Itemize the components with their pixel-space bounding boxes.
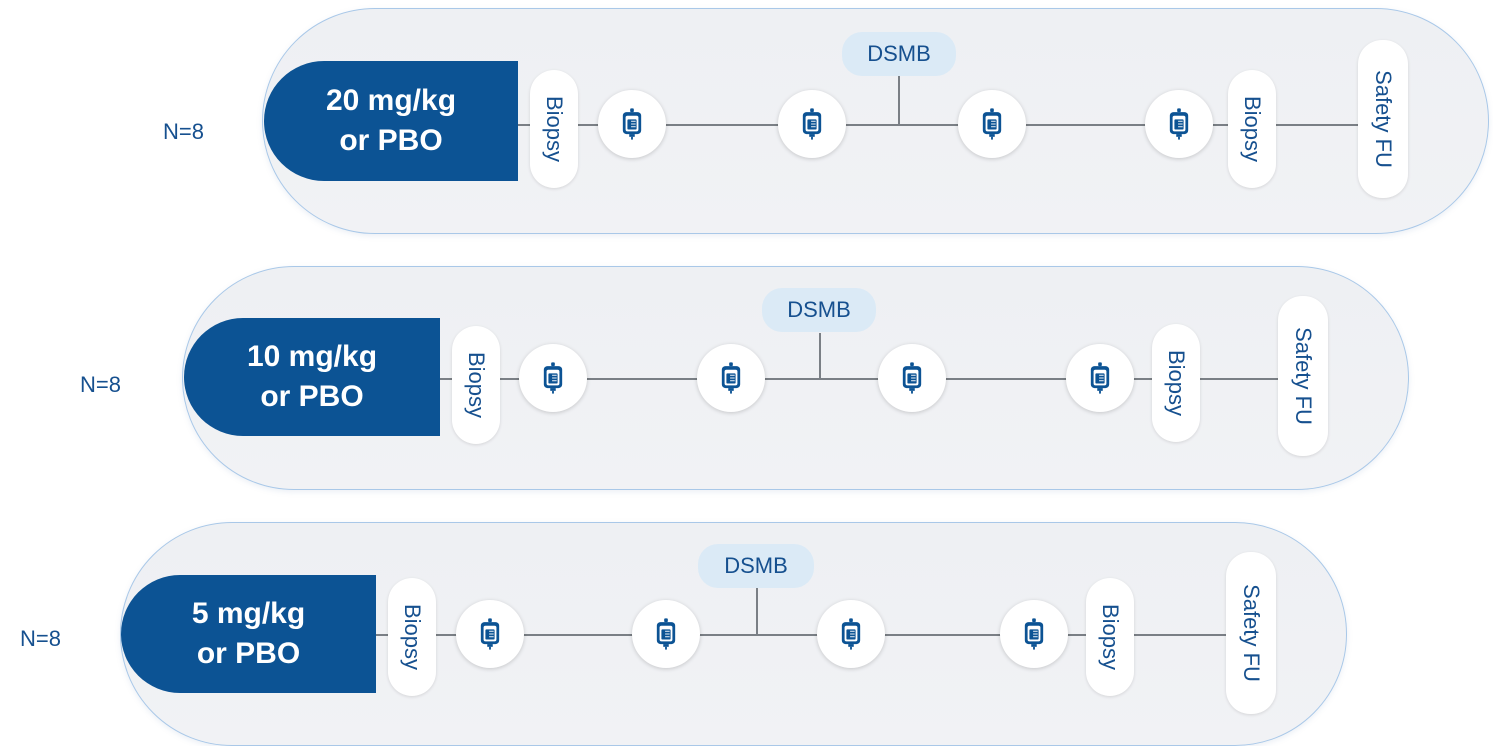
dose-amount: 20 mg/kg — [325, 84, 457, 117]
dose-comparator: or PBO — [339, 124, 443, 157]
biopsy-label: Biopsy — [1164, 349, 1189, 417]
dsmb-label: DSMB — [762, 288, 876, 332]
biopsy-label: Biopsy — [542, 95, 567, 163]
biopsy-post-box: Biopsy — [1152, 324, 1200, 442]
safety-fu-box: Safety FU — [1226, 552, 1276, 714]
infusion-node — [1000, 600, 1068, 668]
iv-bag-icon — [621, 108, 643, 140]
iv-bag-icon — [479, 618, 501, 650]
dsmb-connector — [898, 76, 900, 124]
timeline-connector — [376, 634, 1226, 636]
dose-arm-label: 20 mg/kg or PBO — [264, 61, 518, 181]
biopsy-post-box: Biopsy — [1228, 70, 1276, 188]
iv-bag-icon — [901, 362, 923, 394]
infusion-node — [632, 600, 700, 668]
infusion-node — [778, 90, 846, 158]
infusion-node — [878, 344, 946, 412]
iv-bag-icon — [1023, 618, 1045, 650]
dose-comparator: or PBO — [260, 380, 364, 413]
dsmb-label: DSMB — [842, 32, 956, 76]
safety-fu-label: Safety FU — [1291, 327, 1316, 425]
iv-bag-icon — [840, 618, 862, 650]
biopsy-label: Biopsy — [1098, 603, 1123, 671]
iv-bag-icon — [1089, 362, 1111, 394]
dsmb-label: DSMB — [698, 544, 814, 588]
iv-bag-icon — [720, 362, 742, 394]
cohort-size-label: N=8 — [163, 119, 204, 144]
infusion-node — [817, 600, 885, 668]
safety-fu-box: Safety FU — [1278, 296, 1328, 456]
dose-amount: 5 mg/kg — [191, 597, 306, 630]
iv-bag-icon — [1168, 108, 1190, 140]
biopsy-label: Biopsy — [464, 351, 489, 419]
biopsy-label: Biopsy — [400, 603, 425, 671]
infusion-node — [697, 344, 765, 412]
biopsy-post-box: Biopsy — [1086, 578, 1134, 696]
safety-fu-label: Safety FU — [1371, 70, 1396, 168]
biopsy-pre-box: Biopsy — [452, 326, 500, 444]
dose-comparator: or PBO — [196, 637, 301, 670]
iv-bag-icon — [981, 108, 1003, 140]
infusion-node — [598, 90, 666, 158]
dsmb-connector — [756, 588, 758, 634]
cohort-size-label: N=8 — [20, 626, 61, 651]
iv-bag-icon — [542, 362, 564, 394]
iv-bag-icon — [801, 108, 823, 140]
timeline-connector — [518, 124, 1358, 126]
timeline-connector — [440, 378, 1280, 380]
biopsy-label: Biopsy — [1240, 95, 1265, 163]
dose-arm-label: 10 mg/kg or PBO — [184, 318, 440, 436]
safety-fu-box: Safety FU — [1358, 40, 1408, 198]
dsmb-connector — [819, 333, 821, 378]
biopsy-pre-box: Biopsy — [530, 70, 578, 188]
infusion-node — [1066, 344, 1134, 412]
iv-bag-icon — [655, 618, 677, 650]
dose-arm-label: 5 mg/kg or PBO — [121, 575, 376, 693]
infusion-node — [456, 600, 524, 668]
dose-amount: 10 mg/kg — [246, 340, 378, 373]
cohort-size-label: N=8 — [80, 372, 121, 397]
biopsy-pre-box: Biopsy — [388, 578, 436, 696]
infusion-node — [1145, 90, 1213, 158]
infusion-node — [519, 344, 587, 412]
infusion-node — [958, 90, 1026, 158]
safety-fu-label: Safety FU — [1239, 584, 1264, 682]
